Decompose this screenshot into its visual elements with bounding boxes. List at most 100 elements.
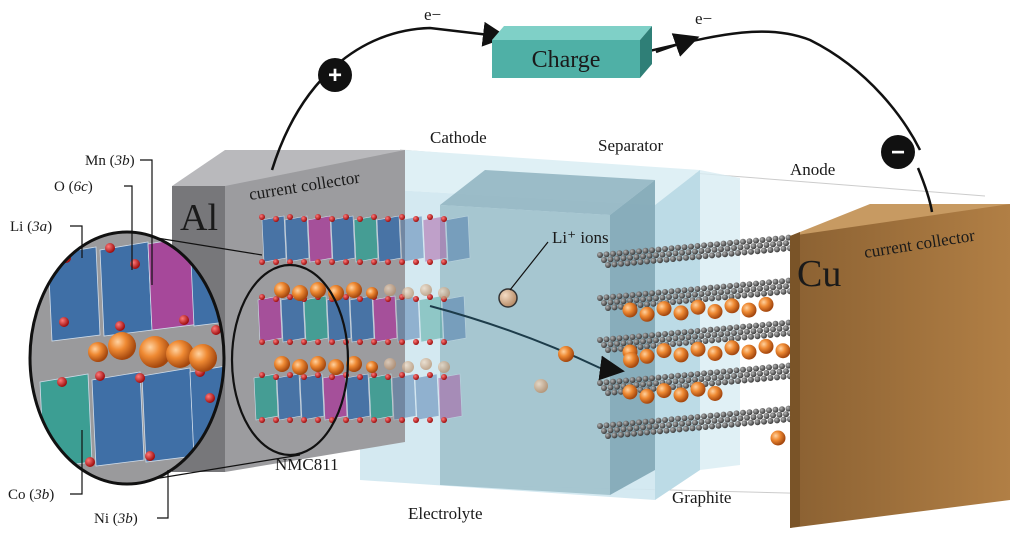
site-label-ni: Ni (3b) <box>94 511 138 527</box>
carbon-atom <box>597 295 603 301</box>
carbon-atom <box>640 381 646 388</box>
carbon-atom <box>633 425 640 431</box>
carbon-atom <box>714 326 720 333</box>
carbon-atom <box>715 336 722 343</box>
carbon-atom <box>683 297 689 304</box>
carbon-atom <box>679 420 685 427</box>
oxygen-atom <box>357 259 363 265</box>
cathode-octahedron <box>391 373 417 421</box>
oxygen-atom <box>315 372 321 378</box>
carbon-atom <box>646 295 653 302</box>
carbon-atom <box>618 431 624 438</box>
carbon-atom <box>614 298 620 305</box>
li-ion <box>758 296 774 312</box>
li-ion <box>402 287 414 299</box>
carbon-atom <box>744 243 750 250</box>
carbon-atom <box>714 284 720 291</box>
oxygen-atom <box>371 372 377 378</box>
carbon-atom <box>694 286 701 292</box>
carbon-atom <box>623 249 629 256</box>
carbon-atom <box>603 294 610 301</box>
carbon-atom <box>702 253 709 259</box>
carbon-atom <box>783 368 789 375</box>
carbon-atom <box>735 378 741 384</box>
carbon-atom <box>763 370 770 376</box>
cathode-octahedron <box>445 215 471 263</box>
carbon-atom <box>774 417 780 424</box>
carbon-atom <box>767 375 774 381</box>
oxygen-atom <box>399 214 405 220</box>
carbon-atom <box>675 372 681 379</box>
carbon-atom <box>649 290 655 297</box>
carbon-atom <box>770 284 776 291</box>
carbon-atom <box>753 280 759 287</box>
cathode-octahedron <box>299 373 325 421</box>
zoom-octahedron <box>141 367 195 463</box>
carbon-atom <box>746 409 753 416</box>
carbon-atom <box>698 376 705 382</box>
cu-label: Cu <box>797 253 841 295</box>
graphite-layers <box>597 234 800 446</box>
carbon-atom <box>629 420 636 426</box>
li-ion <box>724 298 740 314</box>
carbon-atom <box>724 373 731 380</box>
carbon-atom <box>759 237 766 243</box>
oxygen-atom <box>343 417 349 423</box>
carbon-atom <box>735 421 741 427</box>
carbon-atom <box>655 331 662 338</box>
carbon-atom <box>683 254 689 261</box>
oxygen-atom <box>329 339 335 345</box>
carbon-atom <box>662 417 668 423</box>
electrolyte-label: Electrolyte <box>408 504 483 523</box>
carbon-atom <box>653 337 659 344</box>
carbon-atom <box>772 278 779 285</box>
carbon-atom <box>714 369 720 376</box>
carbon-atom <box>642 332 649 339</box>
carbon-atom <box>728 250 735 257</box>
oxygen-atom <box>33 425 43 435</box>
li-ion <box>758 338 774 354</box>
carbon-atom <box>611 261 618 268</box>
carbon-atom <box>696 253 702 260</box>
carbon-atom <box>766 364 772 371</box>
carbon-atom <box>754 291 761 298</box>
oxygen-atom <box>441 339 447 345</box>
carbon-atom <box>670 341 676 347</box>
carbon-atom <box>720 283 727 290</box>
carbon-atom <box>650 428 657 435</box>
carbon-atom <box>623 334 629 341</box>
carbon-atom <box>692 248 698 255</box>
carbon-atom <box>705 332 711 339</box>
carbon-atom <box>614 340 620 347</box>
carbon-atom <box>607 384 614 391</box>
anode-label: Anode <box>790 160 835 179</box>
cathode-octahedron <box>437 373 463 421</box>
carbon-atom <box>649 418 655 425</box>
carbon-atom <box>636 248 642 255</box>
carbon-atom <box>672 421 679 428</box>
carbon-atom <box>707 241 714 248</box>
carbon-atom <box>779 363 785 370</box>
carbon-atom <box>728 421 735 428</box>
carbon-atom <box>659 336 666 343</box>
carbon-atom <box>766 236 772 243</box>
oxygen-atom <box>427 214 433 220</box>
oxygen-atom <box>105 243 115 253</box>
carbon-atom <box>737 244 744 251</box>
li-ion <box>724 340 740 356</box>
carbon-atom <box>709 380 715 387</box>
carbon-atom <box>735 250 741 256</box>
carbon-atom <box>653 295 659 302</box>
carbon-atom <box>724 330 731 337</box>
li-ion <box>292 359 308 375</box>
carbon-atom <box>701 242 707 249</box>
oxygen-atom <box>287 339 293 345</box>
li-ion <box>310 356 326 372</box>
carbon-atom <box>767 247 774 253</box>
carbon-atom <box>770 369 776 376</box>
carbon-atom <box>737 329 744 336</box>
carbon-atom <box>709 252 715 259</box>
site-label-o: O (6c) <box>54 179 93 195</box>
oxygen-atom <box>287 294 293 300</box>
carbon-atom <box>724 416 731 423</box>
